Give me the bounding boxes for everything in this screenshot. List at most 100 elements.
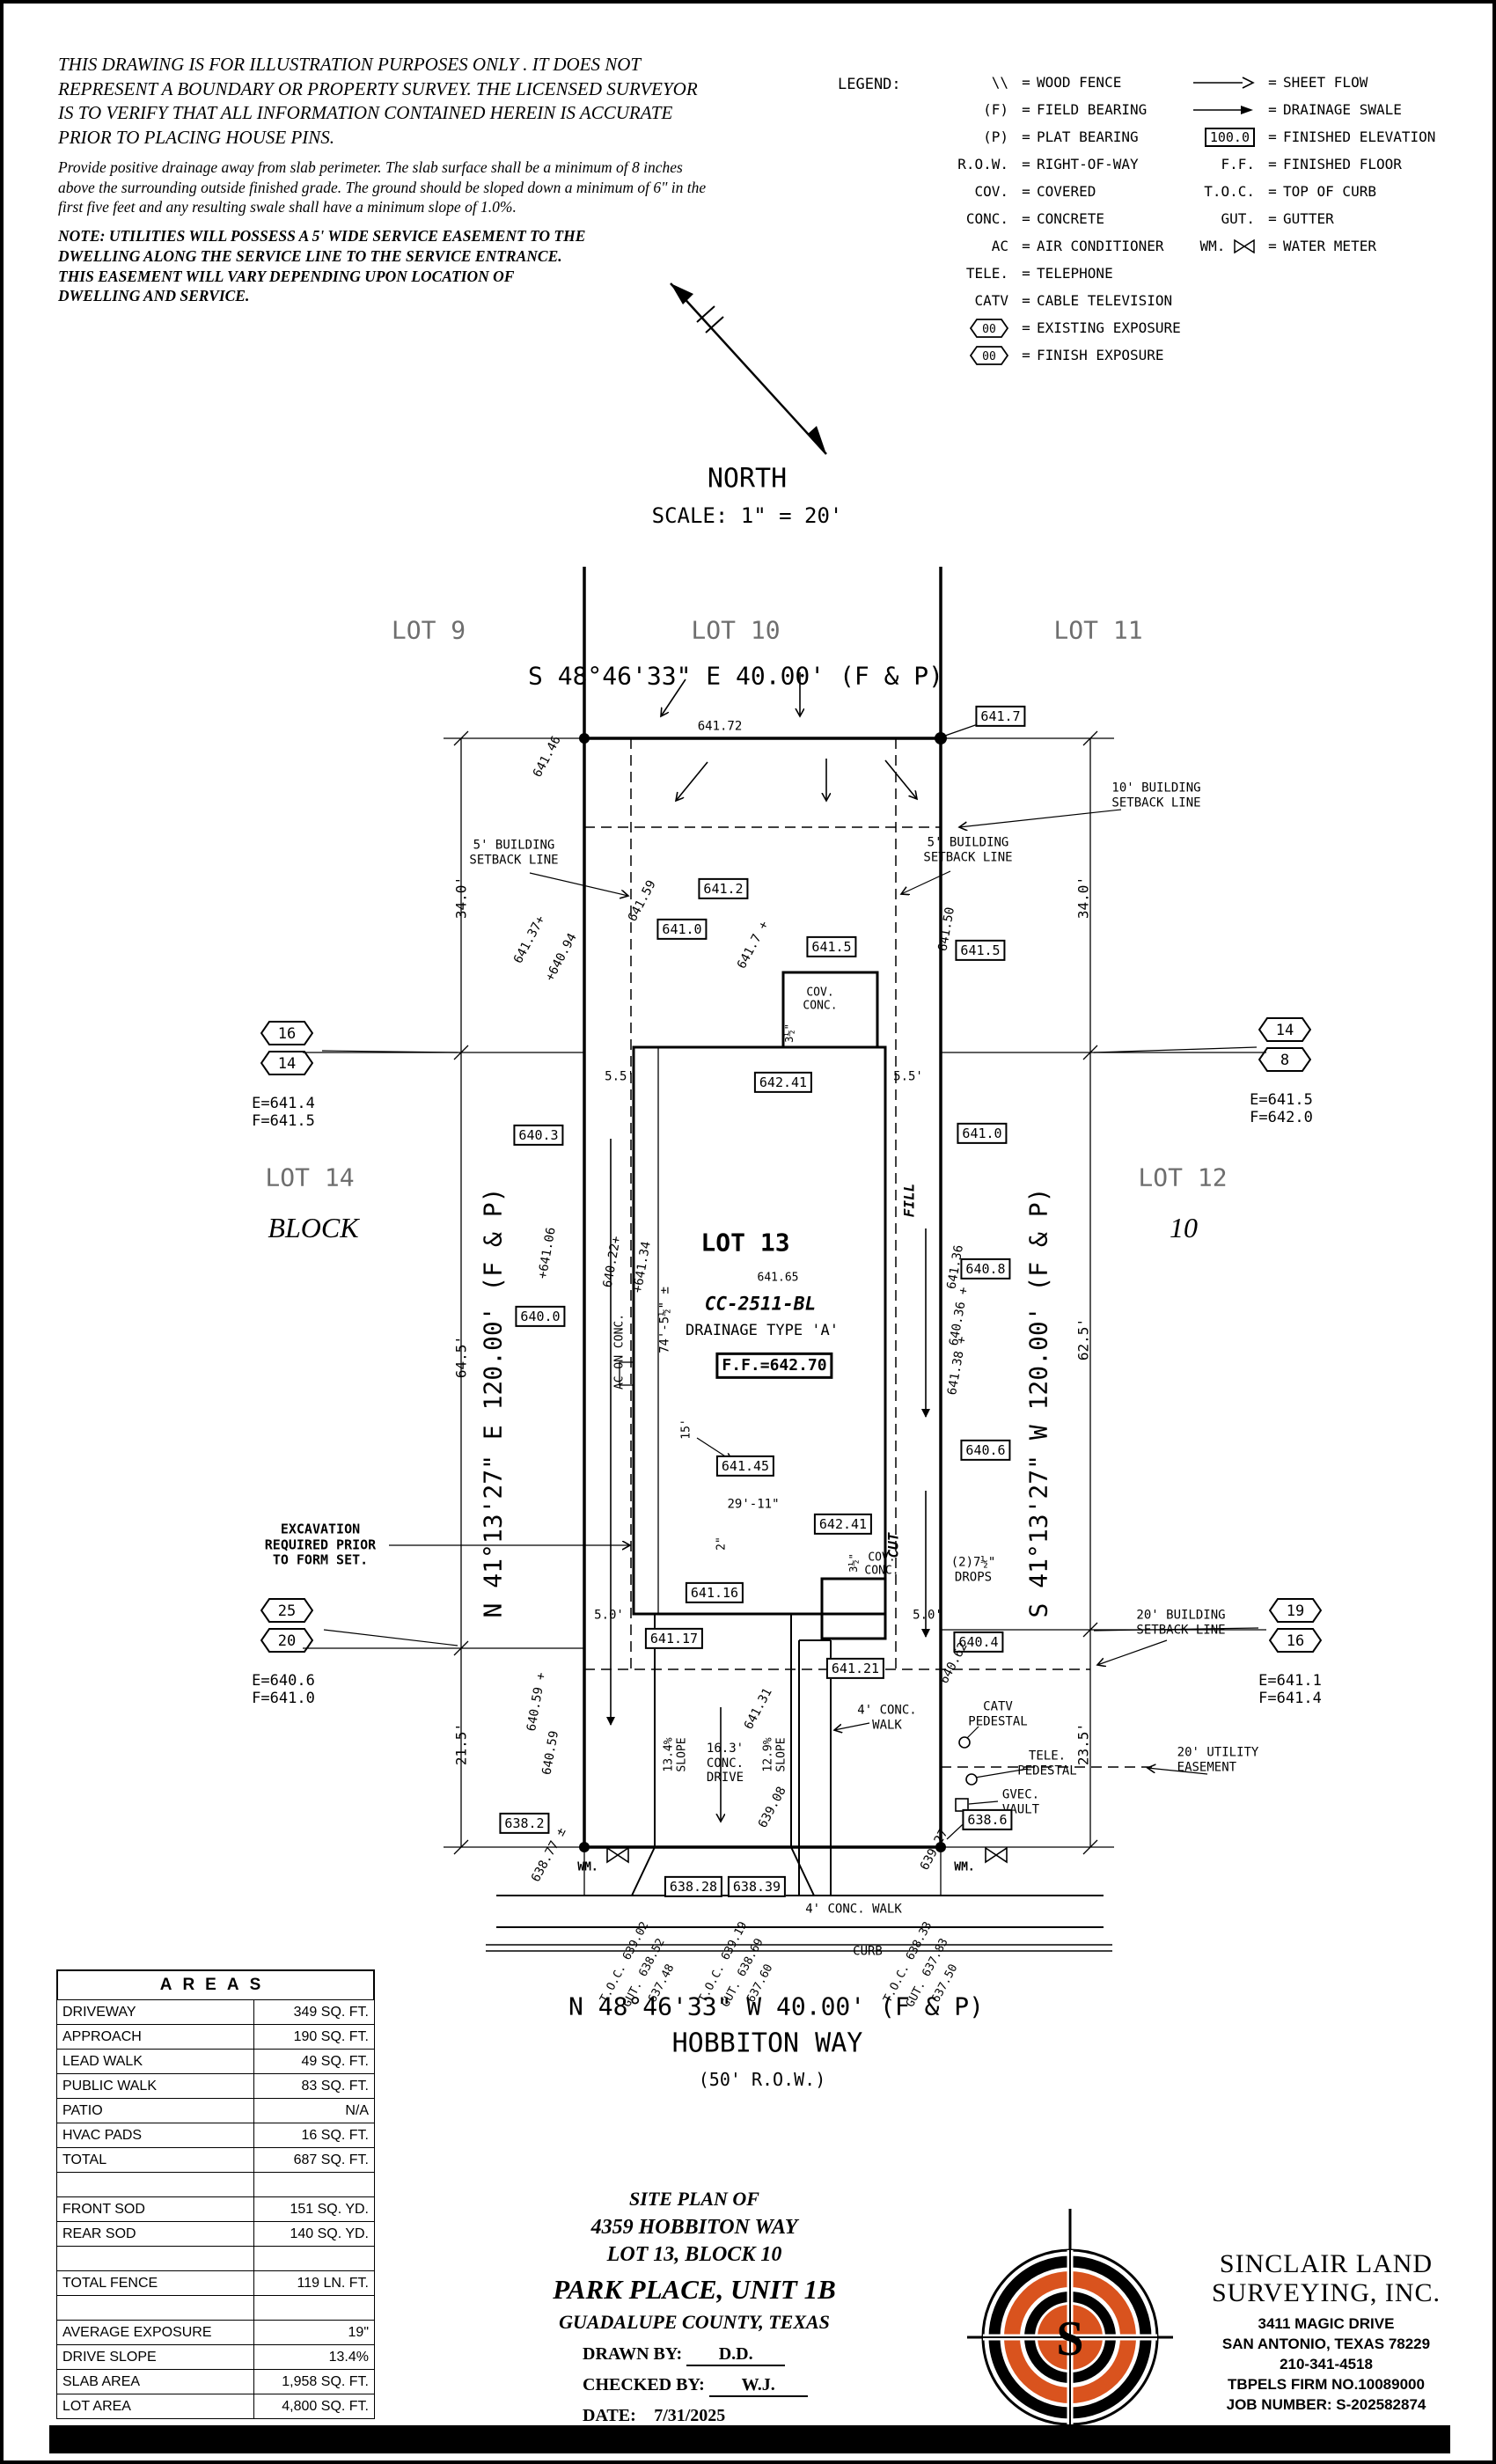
areas-row-value: 4,800 SQ. FT. [253,2394,376,2419]
legend-label: COVERED [1037,183,1096,200]
legend-row: 100.0=FINISHED ELEVATION [1156,123,1435,150]
plan-label: LOT 10 [691,615,781,645]
plan-label: SCALE: 1" = 20' [651,502,843,528]
legend-left-column: \\=WOOD FENCE(F)=FIELD BEARING(P)=PLAT B… [910,69,1181,369]
legend-equals: = [1022,128,1030,145]
plan-label: 4' CONC. WALK [805,1902,902,1917]
plan-label: TELE. PEDESTAL [1017,1749,1077,1778]
plan-label: 5' BUILDING SETBACK LINE [923,835,1013,864]
legend-row: T.O.C.=TOP OF CURB [1156,178,1435,205]
areas-row-label: TOTAL FENCE [56,2270,254,2296]
titleblock-address: 4359 HOBBITON WAY [590,2216,798,2239]
areas-row-value: 19" [253,2320,376,2345]
plan-label: EXCAVATION REQUIRED PRIOR TO FORM SET. [264,1521,377,1568]
svg-text:20: 20 [278,1632,296,1650]
plan-label: LOT 9 [391,615,466,645]
legend-label: FINISHED ELEVATION [1283,128,1436,145]
spot-elevation-box: 641.5 [806,935,857,958]
plan-label: FILL [900,1183,918,1218]
svg-text:8: 8 [1280,1052,1289,1069]
areas-row-label: HVAC PADS [56,2123,254,2148]
plan-label: 640.59 [539,1729,562,1777]
plan-label: 641.37+ [510,913,548,966]
legend-row: F.F.=FINISHED FLOOR [1156,150,1435,178]
legend-row: AC=AIR CONDITIONER [910,232,1181,260]
legend-abbreviation: T.O.C. [1204,183,1255,200]
plan-label: LOT 11 [1053,615,1143,645]
plan-label: 64.5' [452,1335,470,1379]
spot-elevation-box: 638.28 [664,1875,723,1898]
areas-table-title: AREAS [56,1969,375,1999]
legend-abbreviation: GUT. [1221,210,1255,227]
gvec-vault-icon [955,1798,969,1812]
legend-abbreviation: F.F. [1221,156,1255,172]
legend-label: RIGHT-OF-WAY [1037,156,1139,172]
areas-row-value: 49 SQ. FT. [253,2049,376,2074]
legend-equals: = [1022,156,1030,172]
plan-label: N 48°46'33" W 40.00' (F & P) [568,1991,985,2021]
legend-label: FINISHED FLOOR [1283,156,1402,172]
legend-row: 00=FINISH EXPOSURE [910,341,1181,369]
plan-label: (2)7½" DROPS [950,1555,996,1584]
plan-label: CC-2511-BL [704,1293,817,1315]
plan-label: AC ON CONC. [612,1313,627,1390]
legend-abbreviation: CONC. [965,210,1008,227]
legend-equals: = [1022,292,1030,309]
titleblock-subdivision: PARK PLACE, UNIT 1B [553,2274,836,2305]
plan-label: DRAINAGE TYPE 'A' [686,1321,839,1339]
legend-abbreviation: TELE. [965,265,1008,282]
plan-label: LOT 14 [265,1162,355,1192]
plan-label: 20' UTILITY EASEMENT [1177,1745,1259,1774]
legend-label: EXISTING EXPOSURE [1037,319,1181,336]
plan-label: LOT 13 [700,1228,790,1258]
plan-label: 5.5' [893,1069,923,1084]
spot-elevation-box: 640.3 [513,1124,564,1147]
legend-equals: = [1268,74,1277,91]
legend-row: (F)=FIELD BEARING [910,96,1181,123]
spot-elevation-box: 641.0 [957,1122,1008,1145]
titleblock-lot: LOT 13, BLOCK 10 [606,2243,782,2266]
legend-label: TELEPHONE [1037,265,1113,282]
legend-label: FIELD BEARING [1037,101,1148,118]
plan-label: E=640.6 F=641.0 [252,1671,315,1707]
plan-label: HOBBITON WAY [671,2028,863,2059]
exposure-hex-symbol: 25 20 [260,1598,314,1654]
areas-row-label: TOTAL [56,2147,254,2173]
legend-row: COV.=COVERED [910,178,1181,205]
legend-row: TELE.=TELEPHONE [910,260,1181,287]
spot-elevation-box: 638.6 [962,1808,1013,1831]
company-firm-number: TBPELS FIRM NO.10089000 [1228,2375,1425,2393]
spot-elevation-box: 641.7 [975,705,1026,728]
legend-abbreviation: (P) [983,128,1008,145]
plan-label: NORTH [707,463,788,495]
disclaimer-text: THIS DRAWING IS FOR ILLUSTRATION PURPOSE… [58,54,698,149]
plan-annotations: NORTH SCALE: 1" = 20' LOT 9 LOT 10 LOT 11 S 4… [4,4,1492,2460]
areas-row-value [253,2172,376,2197]
legend-label: FINISH EXPOSURE [1037,347,1164,363]
spot-elevation-box: 638.39 [727,1875,787,1898]
plan-label: +641.06 [535,1226,559,1280]
plan-label: 5.5' [605,1069,634,1084]
legend-abbreviation: AC [991,238,1008,254]
legend-equals: = [1268,210,1277,227]
legend-label: GUTTER [1283,210,1334,227]
plan-label: CURB [853,1944,883,1959]
water-meter-icon [606,1846,620,1864]
areas-row-label [56,2246,254,2271]
legend-abbreviation: (F) [983,101,1008,118]
plan-label: 74'-5½" ± [657,1287,672,1353]
water-meter-icon [985,1846,998,1864]
north-arrow [670,282,827,455]
wood-fence-icon: \\ [991,74,1008,91]
plan-label: S 41°13'27" W 120.00' (F & P) [1023,1187,1053,1618]
areas-row-value: 1,958 SQ. FT. [253,2369,376,2394]
company-name-line2: SURVEYING, INC. [1211,2278,1441,2307]
legend-label: WOOD FENCE [1037,74,1122,91]
